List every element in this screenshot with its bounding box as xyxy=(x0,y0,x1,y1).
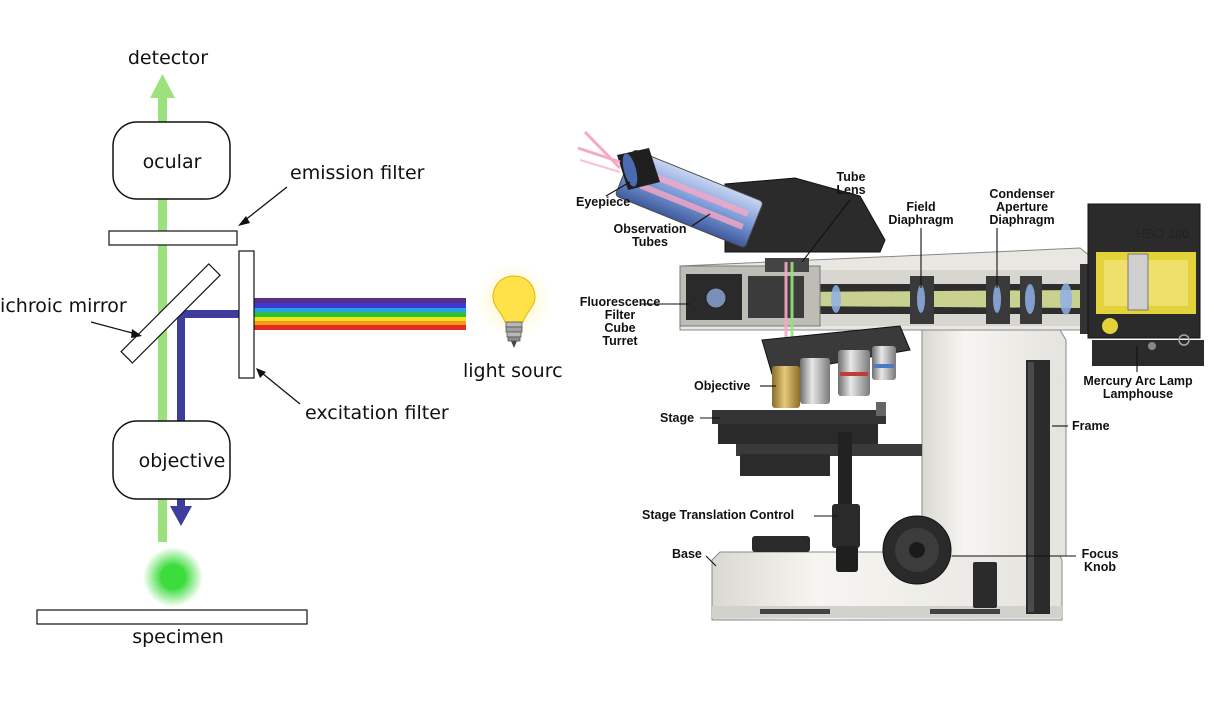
dichroic-mirror-label: dichroic mirror xyxy=(0,295,127,317)
specimen-dot xyxy=(160,564,186,590)
mercury-lamp-label-2: Lamphouse xyxy=(1103,387,1173,401)
arrow-up-icon xyxy=(150,74,175,98)
schematic-diagram: ocular objective specimen detector emiss… xyxy=(0,47,563,648)
leader-arrows xyxy=(90,186,301,405)
mercury-lamphouse: HBO 100 xyxy=(1080,203,1204,366)
emission-filter-label: emission filter xyxy=(290,162,425,184)
objective-box xyxy=(112,420,231,500)
excitation-filter-label: excitation filter xyxy=(305,402,449,424)
fluorescence-label-4: Turret xyxy=(602,334,638,348)
stage-platform xyxy=(712,402,922,476)
fluorescence-label-2: Filter xyxy=(605,308,636,322)
stage-translation-control xyxy=(832,432,860,572)
light-bulb-icon xyxy=(476,262,552,348)
microscope-callout-lines xyxy=(605,181,1138,567)
microscope-illustration: HBO 100 Eyepiece Observation Tubes Tube … xyxy=(576,130,1204,621)
objective-label: objective xyxy=(139,450,226,472)
observation-tubes-label-1: Observation xyxy=(614,222,687,236)
arrow-down-icon xyxy=(170,506,192,526)
field-diaphragm-label-1: Field xyxy=(906,200,935,214)
stage-label: Stage xyxy=(660,411,694,425)
excitation-beam-vertical xyxy=(177,310,185,510)
focus-knob xyxy=(882,515,952,585)
focus-knob-label-1: Focus xyxy=(1082,547,1119,561)
fluorescence-label-1: Fluorescence xyxy=(580,295,661,309)
spectrum-light-beam xyxy=(253,298,466,330)
fluorescence-label-3: Cube xyxy=(604,321,635,335)
lamp-model-label: HBO 100 xyxy=(1136,226,1189,241)
excitation-beam-horizontal xyxy=(177,310,241,318)
specimen-slide xyxy=(36,609,308,625)
objective-lenses xyxy=(772,346,896,408)
dichroic-mirror xyxy=(120,263,221,364)
ocular-label: ocular xyxy=(143,151,202,173)
frame-label: Frame xyxy=(1072,419,1110,433)
ocular-box xyxy=(112,121,231,200)
eyepiece-label: Eyepiece xyxy=(576,195,630,209)
condenser-label-1: Condenser xyxy=(989,187,1054,201)
observation-tubes-label-2: Tubes xyxy=(632,235,668,249)
emission-filter xyxy=(108,230,238,246)
condenser-label-3: Diaphragm xyxy=(989,213,1054,227)
stage-translation-label: Stage Translation Control xyxy=(642,508,794,522)
detector-label: detector xyxy=(128,47,208,69)
field-diaphragm-label-2: Diaphragm xyxy=(888,213,953,227)
tube-lens-label-1: Tube xyxy=(837,170,866,184)
mercury-lamp-label-1: Mercury Arc Lamp xyxy=(1083,374,1193,388)
condenser-label-2: Aperture xyxy=(996,200,1048,214)
objective-callout-label: Objective xyxy=(694,379,750,393)
eyepiece xyxy=(577,130,660,190)
base-label: Base xyxy=(672,547,702,561)
specimen-label: specimen xyxy=(132,626,224,648)
head-housing xyxy=(724,177,886,253)
focus-knob-label-2: Knob xyxy=(1084,560,1116,574)
nosepiece xyxy=(761,325,911,375)
light-source-label: light sourc xyxy=(463,360,563,382)
excitation-filter xyxy=(238,250,255,379)
tube-lens-label-2: Lens xyxy=(836,183,865,197)
